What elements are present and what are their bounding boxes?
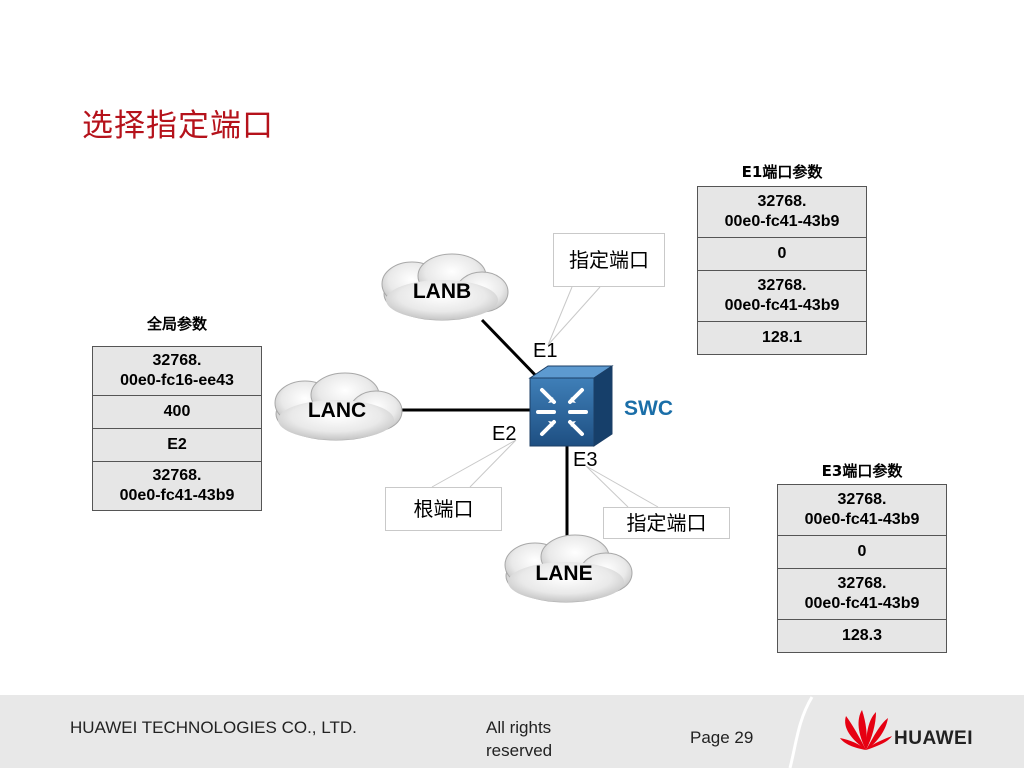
callout-e2-pointer xyxy=(431,439,517,488)
link-lanb xyxy=(480,318,542,382)
global-param-root-id: 32768. 00e0-fc16-ee43 xyxy=(92,346,262,396)
global-param-root-port: E2 xyxy=(92,428,262,462)
huawei-logo-text: HUAWEI xyxy=(894,728,973,749)
callout-e2-root-port: 根端口 xyxy=(385,487,502,531)
global-param-root-cost: 400 xyxy=(92,395,262,429)
e1-params-table: 32768. 00e0-fc41-43b9 0 32768. 00e0-fc41… xyxy=(697,186,867,355)
port-label-e1: E1 xyxy=(533,340,558,362)
callout-e3-designated-port: 指定端口 xyxy=(603,507,730,539)
cloud-lanb xyxy=(381,253,509,321)
callout-e3-pointer xyxy=(585,465,659,508)
e3-params-table: 32768. 00e0-fc41-43b9 0 32768. 00e0-fc41… xyxy=(777,484,947,653)
footer-rights: All rights reserved xyxy=(486,718,553,760)
footer-company: HUAWEI TECHNOLOGIES CO., LTD. xyxy=(70,718,357,737)
e1-param-port-id: 128.1 xyxy=(697,321,867,355)
callout-e1-designated-port: 指定端口 xyxy=(553,233,665,287)
cloud-lanc xyxy=(274,372,403,441)
cloud-label-lanb: LANB xyxy=(412,280,472,303)
callout-e1-pointer xyxy=(547,286,601,346)
switch-label: SWC xyxy=(624,397,673,420)
e3-params-caption: E3端口参数 xyxy=(821,462,903,480)
global-param-bridge-id: 32768. 00e0-fc41-43b9 xyxy=(92,461,262,511)
e1-params-caption: E1端口参数 xyxy=(741,163,823,181)
cloud-label-lane: LANE xyxy=(535,562,593,585)
e3-param-root-id: 32768. 00e0-fc41-43b9 xyxy=(777,484,947,536)
page-number: Page 29 xyxy=(690,728,754,747)
slide-title: 选择指定端口 xyxy=(82,108,274,144)
e3-param-port-id: 128.3 xyxy=(777,619,947,653)
e3-param-bridge-id: 32768. 00e0-fc41-43b9 xyxy=(777,568,947,620)
global-params-table: 32768. 00e0-fc16-ee43 400 E2 32768. 00e0… xyxy=(92,346,262,511)
switch-icon xyxy=(528,365,614,447)
global-params-caption: 全局参数 xyxy=(146,315,207,333)
huawei-logo-icon xyxy=(840,710,892,750)
cloud-lane xyxy=(504,534,633,603)
port-label-e3: E3 xyxy=(573,449,598,471)
cloud-label-lanc: LANC xyxy=(307,399,367,422)
port-label-e2: E2 xyxy=(492,423,517,445)
e1-param-root-cost: 0 xyxy=(697,237,867,271)
